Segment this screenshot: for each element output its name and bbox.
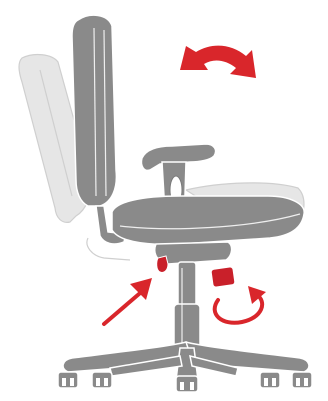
straight-arrow-icon [104, 278, 152, 324]
seat-cushion [112, 196, 304, 244]
caster-wheel [260, 372, 280, 388]
caster-wheel [292, 372, 312, 388]
height-lever [157, 256, 168, 273]
tension-knob [211, 267, 235, 288]
backrest [72, 15, 116, 206]
caster-wheel [176, 376, 198, 392]
caster-wheel [92, 372, 112, 388]
rotate-arrow-icon [215, 286, 266, 323]
gas-cylinder [174, 262, 200, 348]
curved-double-arrow-icon [180, 46, 256, 78]
caster-wheel [58, 372, 78, 388]
